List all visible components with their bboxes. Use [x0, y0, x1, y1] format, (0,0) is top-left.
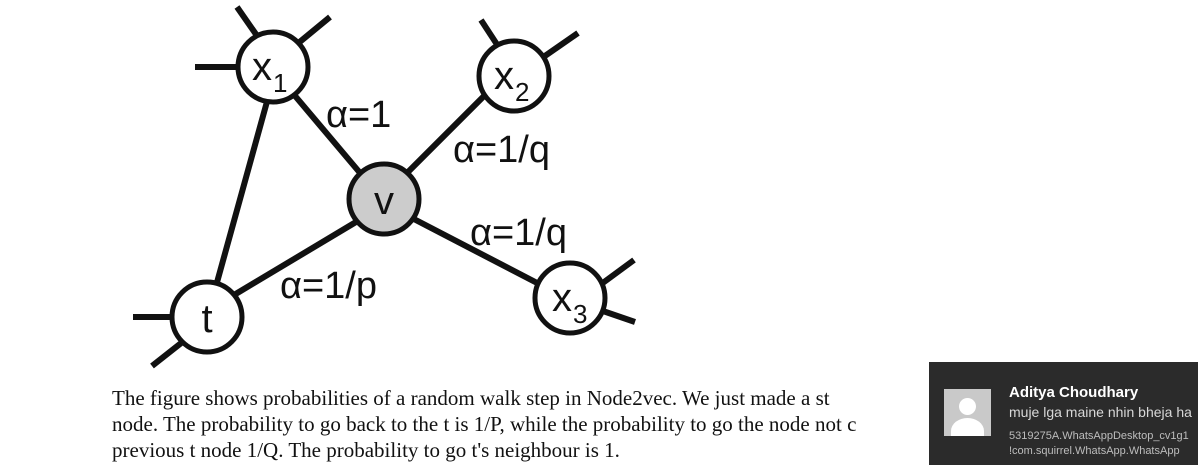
edge-v-x3: [408, 214, 543, 288]
x2-stub-edge-top-right: [540, 30, 580, 61]
caption-line-1: The figure shows probabilities of a rand…: [112, 386, 830, 410]
node-v-label: v: [374, 179, 394, 223]
node-x1: [235, 29, 311, 105]
caption-line-3: previous t node 1/Q. The probability to …: [112, 438, 620, 462]
edge-label-v-t: α=1/p: [280, 265, 377, 307]
x2-stub-edge-top-left: [478, 18, 501, 48]
node-t-label: t: [201, 297, 212, 341]
t-stub-edge-bottom-left: [150, 337, 187, 369]
edge-label-v-x2: α=1/q: [453, 129, 550, 171]
x3-stub-edge-lower: [599, 307, 636, 325]
edge-v-t: [232, 216, 363, 298]
edge-x1-t: [213, 97, 271, 287]
whatsapp-notification-toast[interactable]: Aditya Choudhary muje lga maine nhin bhe…: [929, 362, 1198, 465]
person-silhouette-icon: [944, 389, 991, 436]
node-v: [346, 161, 422, 237]
notification-app-id-line-2: !com.squirrel.WhatsApp.WhatsApp: [1009, 445, 1180, 457]
node-t: [169, 279, 245, 355]
node-x2: [476, 38, 552, 114]
node-x3-label: x3: [552, 276, 587, 329]
edge-label-v-x1: α=1: [326, 94, 391, 136]
x1-stub-edge-top-right: [294, 14, 332, 48]
notification-sender: Aditya Choudhary: [1009, 384, 1139, 401]
x3-stub-edge-upper: [598, 257, 636, 288]
node-x2-label: x2: [494, 54, 529, 107]
node-x1-label: x1: [252, 45, 287, 98]
edge-v-x2: [401, 90, 490, 179]
notification-message: muje lga maine nhin bheja ha: [1009, 404, 1192, 420]
figure-caption: The figure shows probabilities of a rand…: [112, 385, 1112, 463]
edge-label-v-x3: α=1/q: [470, 212, 567, 254]
caption-line-2: node. The probability to go back to the …: [112, 412, 857, 436]
notification-app-id-line-1: 5319275A.WhatsAppDesktop_cv1g1: [1009, 430, 1189, 442]
node-x3: [532, 260, 608, 336]
notification-app-id: 5319275A.WhatsAppDesktop_cv1g1 !com.squi…: [1009, 429, 1189, 459]
edge-v-x1: [282, 82, 369, 182]
